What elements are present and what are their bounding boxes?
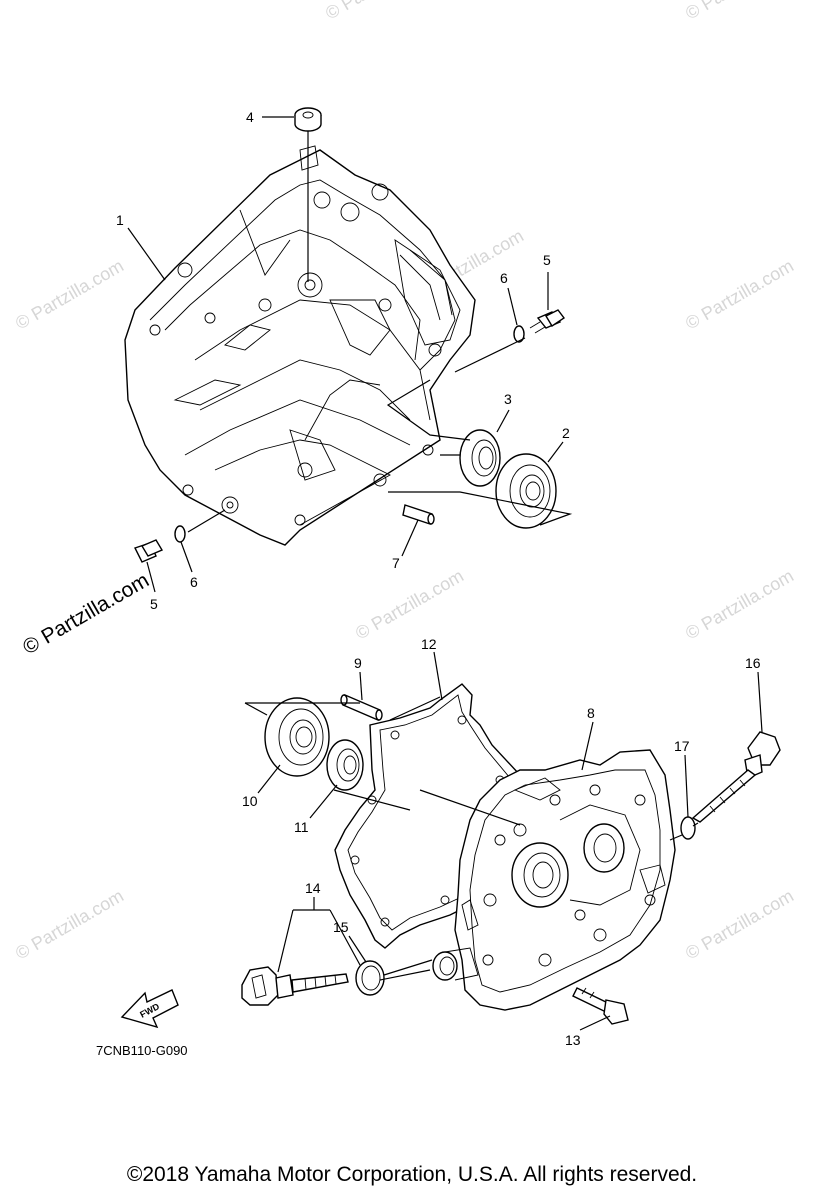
diagram-code: 7CNB110-G090	[96, 1043, 188, 1058]
crankcase-1	[124, 128, 476, 546]
part-4-cap	[294, 107, 322, 132]
fwd-arrow-icon: FWD	[120, 989, 179, 1029]
part-5-bolt-upper	[529, 309, 566, 334]
upper-alignment-lines	[187, 337, 573, 533]
part-15-o-ring	[355, 960, 385, 996]
callout-5-upper: 5	[543, 252, 551, 268]
watermark: © Partzilla.com	[12, 255, 127, 333]
callout-3: 3	[504, 391, 512, 407]
callout-15: 15	[333, 919, 349, 935]
callout-9: 9	[354, 655, 362, 671]
callout-6-lower: 6	[190, 574, 198, 590]
watermark: © Partzilla.com	[12, 885, 127, 963]
callout-13: 13	[565, 1032, 581, 1048]
part-10-bearing	[264, 697, 330, 777]
callout-11: 11	[294, 819, 309, 835]
part-2-bearing	[495, 453, 557, 529]
copyright-notice: ©2018 Yamaha Motor Corporation, U.S.A. A…	[126, 1163, 698, 1186]
part-7-dowel-pin	[402, 504, 435, 525]
lower-alignment-lines	[244, 696, 699, 981]
callout-17: 17	[674, 738, 690, 754]
callout-10: 10	[242, 793, 258, 809]
callout-4: 4	[246, 109, 254, 125]
part-3-oil-seal	[459, 429, 501, 487]
watermark: © Partzilla.com	[682, 885, 797, 963]
callout-12: 12	[421, 636, 437, 652]
part-11-oil-seal	[326, 739, 364, 791]
callout-1: 1	[116, 212, 124, 228]
part-6-washer-upper	[513, 325, 525, 343]
callout-5-lower: 5	[150, 596, 158, 612]
watermark: © Partzilla.com	[322, 0, 437, 23]
watermark: © Partzilla.com	[682, 0, 797, 23]
part-16-dipstick	[691, 731, 781, 823]
callout-8: 8	[587, 705, 595, 721]
callout-2: 2	[562, 425, 570, 441]
part-5-bolt-lower	[134, 539, 164, 563]
watermark: © Partzilla.com	[682, 255, 797, 333]
callout-14: 14	[305, 880, 321, 896]
watermark: © Partzilla.com	[352, 565, 467, 643]
part-6-washer-lower	[174, 525, 186, 543]
part-17-o-ring	[680, 816, 696, 840]
callout-6-upper: 6	[500, 270, 508, 286]
part-13-bolt	[572, 987, 629, 1025]
callout-16: 16	[745, 655, 761, 671]
part-8-crankcase-cover	[432, 749, 676, 1011]
callout-7: 7	[392, 555, 400, 571]
callouts: 1 2 3 4 5 6 7 5 6 8 9 10 11	[116, 109, 763, 1048]
part-14-dipstick	[241, 966, 349, 1006]
watermark-large: © Partzilla.com	[19, 569, 153, 660]
watermark: © Partzilla.com	[682, 565, 797, 643]
